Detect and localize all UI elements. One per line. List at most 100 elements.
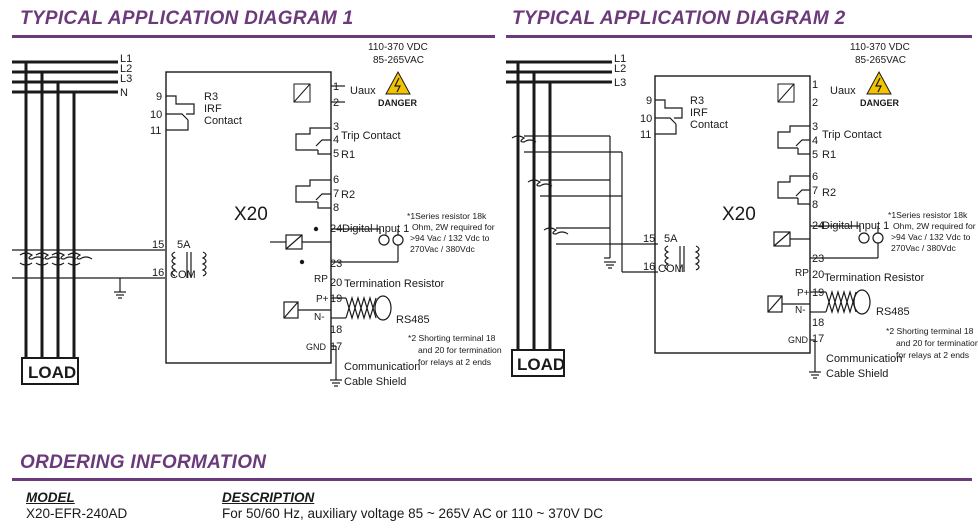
diagram2-rs485-label: RS485 — [876, 306, 910, 318]
diagram2-p-plus: P+ — [797, 288, 810, 299]
diagram2-terminal-18: 18 — [812, 317, 824, 329]
diagram2-note1-line1: *1Series resistor 18k — [888, 210, 968, 220]
diagram2-shield-line2: Cable Shield — [826, 368, 888, 380]
diagram2-title-rule — [506, 35, 972, 38]
model-header: MODEL — [26, 490, 75, 505]
diagram1-contact-label: Contact — [204, 115, 242, 127]
diagram1-terminal-7: 7 — [333, 188, 339, 200]
ordering-title-rule — [12, 478, 972, 481]
diagram2-terminal-5: 5 — [812, 149, 818, 161]
diagram2-supply-dc: 110-370 VDC — [850, 42, 910, 53]
diagram1-n-minus: N- — [314, 312, 325, 323]
diagram1-terminal-1: 1 — [333, 81, 339, 93]
diagram1-note1: *1Series resistor 18k Ohm, 2W required f… — [407, 211, 495, 254]
diagram1-gnd-label: GND — [306, 342, 327, 352]
diagram2-digital-input-label: Digital Input 1 — [822, 220, 889, 232]
model-value: X20-EFR-240AD — [26, 506, 128, 521]
diagram2-terminal-8: 8 — [812, 199, 818, 211]
diagram2-r3-label: R3 — [690, 95, 704, 107]
diagram1-terminal-15: 15 — [152, 239, 164, 251]
diagram2-r2-label: R2 — [822, 187, 836, 199]
diagram1-terminal-4: 4 — [333, 134, 339, 146]
diagram2-terminal-20: 20 — [812, 269, 824, 281]
diagram1-load-label: LOAD — [28, 363, 76, 382]
diagram1-danger-label: DANGER — [378, 98, 418, 108]
diagram1-uaux-label: Uaux — [350, 85, 376, 97]
diagram1-rs485-wiring — [283, 295, 392, 387]
diagram1-terminal-19: 19 — [330, 293, 342, 305]
diagram2-relay-r3 — [655, 99, 683, 135]
diagram2-terminal-9: 9 — [646, 95, 652, 107]
diagram2-note1: *1Series resistor 18k Ohm, 2W required f… — [888, 210, 976, 253]
diagram1-terminal-11: 11 — [150, 125, 161, 137]
diagram1-terminal-10: 10 — [150, 109, 162, 121]
diagram1-shield-line1: Communication — [344, 361, 420, 373]
diagram2-device-box — [654, 75, 811, 354]
diagram2-terminal-17: 17 — [812, 333, 824, 345]
diagram1-com-label: COM — [170, 269, 196, 281]
diagram1-note1-line1: *1Series resistor 18k — [407, 211, 487, 221]
diagram2-rp-label: RP — [795, 268, 809, 279]
diagram1-terminal-3: 3 — [333, 121, 339, 133]
diagram1-ct-coils — [12, 249, 207, 299]
diagram1-rp-label: RP — [314, 274, 328, 285]
diagram1-termination-label: Termination Resistor — [344, 278, 445, 290]
diagram2-terminal-6: 6 — [812, 171, 818, 183]
diagram2-terminal-10: 10 — [640, 113, 652, 125]
diagram1-terminal-8: 8 — [333, 202, 339, 214]
diagram1-device-box — [165, 71, 332, 364]
diagram1-digital-input-label: Digital Input 1 — [342, 223, 409, 235]
diagram1-terminal-23: 23 — [330, 258, 342, 270]
diagram2-n-minus: N- — [795, 305, 806, 316]
diagram2-relay-r1 — [777, 125, 810, 155]
diagram1-line-n: N — [120, 87, 128, 99]
diagram2-note2-line3: for relays at 2 ends — [896, 350, 969, 360]
diagram1-ct-rating: 5A — [177, 239, 191, 251]
diagram2-note1-line3: >94 Vac / 132 Vdc to — [891, 232, 971, 242]
diagram2-digital-input — [773, 225, 884, 259]
diagram1-terminal-18: 18 — [330, 324, 342, 336]
diagram2-line-l1: L1 — [614, 53, 626, 65]
diagram1-line-l2: L2 — [120, 63, 132, 75]
diagram1-note2: *2 Shorting terminal 18 and 20 for termi… — [408, 333, 502, 367]
diagram1-bus-lines — [12, 60, 118, 360]
diagram2-title: TYPICAL APPLICATION DIAGRAM 2 — [512, 8, 846, 29]
diagram1-p-plus: P+ — [316, 294, 329, 305]
diagram1-r3-label: R3 — [204, 91, 218, 103]
diagram1-rs485-label: RS485 — [396, 314, 430, 326]
diagram1-trip-label: Trip Contact — [341, 130, 401, 142]
diagram2-irf-label: IRF — [690, 107, 708, 119]
diagram1-shield-line2: Cable Shield — [344, 376, 406, 388]
description-value: For 50/60 Hz, auxiliary voltage 85 ~ 265… — [222, 506, 603, 521]
diagram2-relay-r2 — [777, 175, 810, 205]
diagram2-terminal-16: 16 — [643, 261, 655, 273]
diagram1-terminal-16: 16 — [152, 267, 164, 279]
diagram2-note1-line4: 270Vac / 380Vdc — [891, 243, 957, 253]
diagram1-supply-dc: 110-370 VDC — [368, 42, 428, 53]
diagram2-danger-label: DANGER — [860, 98, 900, 108]
diagram2-terminal-23: 23 — [812, 253, 824, 265]
diagram1-note2-line3: for relays at 2 ends — [418, 357, 491, 367]
diagram2-uaux-label: Uaux — [830, 85, 856, 97]
diagram1-irf-label: IRF — [204, 103, 222, 115]
diagram1-digital-input — [270, 226, 404, 265]
diagram2-terminal-2: 2 — [812, 97, 818, 109]
diagram2-com-label: COM — [658, 263, 684, 275]
diagram2-note1-line2: Ohm, 2W required for — [893, 221, 976, 231]
diagram2-gnd-label: GND — [788, 335, 809, 345]
diagram1: L1 L2 L3 N LOAD X20 1 — [12, 42, 502, 388]
diagram2-terminal-19: 19 — [812, 287, 824, 299]
diagram1-line-l1: L1 — [120, 53, 132, 65]
diagram1-terminal-20: 20 — [330, 277, 342, 289]
ordering-title: ORDERING INFORMATION — [20, 452, 267, 473]
diagram1-terminal-5: 5 — [333, 148, 339, 160]
diagram1-line-l3: L3 — [120, 73, 132, 85]
diagram2-note2-line2: and 20 for termination — [896, 338, 978, 348]
diagram1-terminal-numbers: 1 2 3 4 5 6 7 8 9 10 11 15 16 17 18 19 2… — [150, 81, 342, 353]
diagram1-r2-label: R2 — [341, 189, 355, 201]
diagram2-terminal-11: 11 — [640, 129, 651, 141]
diagram2-psu-icon — [777, 83, 795, 103]
diagram1-note1-line3: >94 Vac / 132 Vdc to — [410, 233, 490, 243]
diagram2-line-l3: L3 — [614, 77, 626, 89]
